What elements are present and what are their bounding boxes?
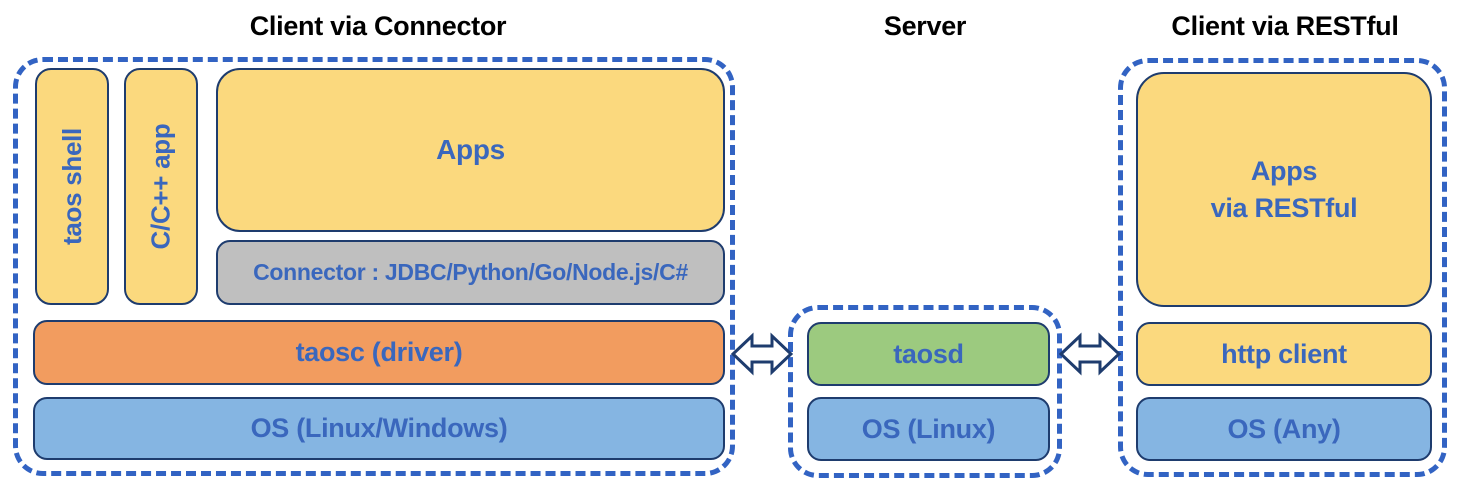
os-linux-windows-box: OS (Linux/Windows) [33, 397, 725, 460]
http-client-box: http client [1136, 322, 1432, 386]
http-client-label: http client [1221, 338, 1347, 369]
taos-shell-box: taos shell [35, 68, 109, 305]
cpp-app-box: C/C++ app [124, 68, 198, 305]
connector-client-group-outline [13, 57, 735, 476]
connector-label: Connector : JDBC/Python/Go/Node.js/C# [253, 259, 688, 285]
title-client-via-restful: Client via RESTful [1171, 11, 1399, 41]
cpp-app-label: C/C++ app [145, 123, 176, 250]
apps-via-restful-box: Apps via RESTful [1136, 72, 1432, 307]
taosc-driver-box: taosc (driver) [33, 320, 725, 385]
restful-client-group-outline [1118, 58, 1447, 477]
taosc-driver-label: taosc (driver) [295, 337, 463, 367]
title-client-via-connector: Client via Connector [249, 11, 507, 41]
title-server: Server [883, 11, 967, 41]
server-group-outline [788, 305, 1062, 478]
apps-label: Apps [436, 134, 505, 165]
apps-via-restful-line1: Apps [1250, 156, 1318, 187]
taos-shell-label: taos shell [56, 128, 87, 245]
taosd-box: taosd [807, 322, 1050, 386]
os-linux-label: OS (Linux) [861, 413, 996, 444]
connector-box: Connector : JDBC/Python/Go/Node.js/C# [216, 240, 725, 305]
os-any-box: OS (Any) [1136, 397, 1432, 461]
bidirectional-arrow-icon-left [731, 332, 793, 376]
taosd-label: taosd [893, 338, 964, 369]
bidirectional-arrow-icon-right [1059, 332, 1121, 376]
apps-box: Apps [216, 68, 725, 232]
os-linux-box: OS (Linux) [807, 397, 1050, 461]
os-any-label: OS (Any) [1227, 413, 1341, 444]
os-linux-windows-label: OS (Linux/Windows) [250, 413, 508, 443]
apps-via-restful-line2: via RESTful [1210, 192, 1358, 223]
